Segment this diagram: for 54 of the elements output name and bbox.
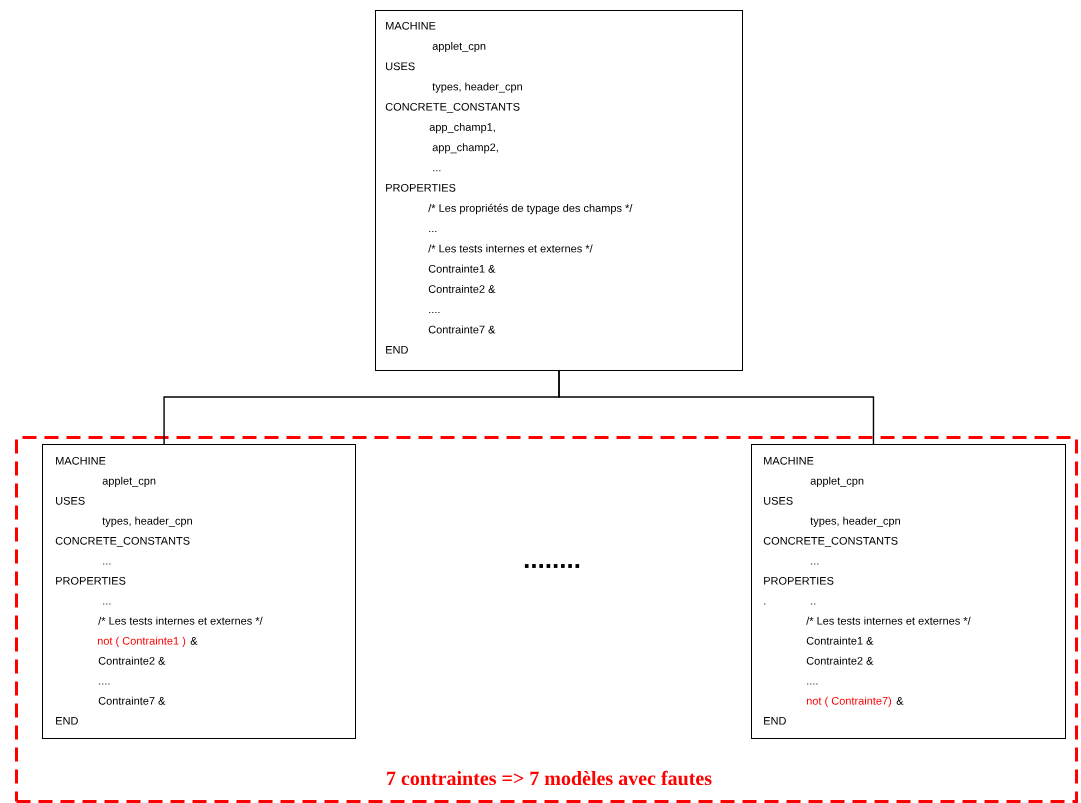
connector-line [558,370,875,445]
code-line: ... [103,603,111,605]
code-line: END [386,346,408,354]
code-line: Contrainte1 & [428,264,496,273]
code-line: applet_cpn [810,476,864,487]
code-line: .... [99,683,110,685]
code-line: ... [433,170,441,172]
code-line: CONCRETE_CONSTANTS [385,102,520,113]
code-line: Contrainte7 & [428,325,496,334]
code-line: CONCRETE_CONSTANTS [763,536,898,547]
code-line: Contrainte7 & [98,696,166,705]
code-line: Contrainte1 & [806,636,874,645]
code-line: CONCRETE_CONSTANTS [55,536,190,547]
code-line: /* Les tests internes et externes */ [428,244,593,253]
code-line: MACHINE [56,456,106,465]
code-line: PROPERTIES [764,576,834,585]
code-line: ... [103,563,111,565]
code-line: END [764,717,786,725]
code-line: .... [429,311,440,314]
code-line: /* Les tests internes et externes */ [806,616,971,625]
code-box [375,10,743,371]
code-line: .... [807,683,818,685]
code-box [751,444,1066,739]
code-line: types, header_cpn [432,82,522,93]
code-line: app_champ1, [429,122,495,134]
code-line: & [190,637,198,645]
code-line: ... [811,563,819,565]
code-line: END [56,717,78,725]
code-line: ... [429,230,437,233]
code-line: applet_cpn [432,41,486,53]
code-line: PROPERTIES [56,576,126,585]
code-line: not ( Contrainte7) [806,696,892,707]
frame-label: 7 contraintes => 7 modèles avec fautes [387,770,712,786]
code-line: USES [56,496,85,505]
code-line: Contrainte2 & [806,656,874,665]
code-line: types, header_cpn [810,516,900,527]
code-line: & [896,697,904,705]
code-line: MACHINE [764,456,814,465]
code-line: Contrainte2 & [98,656,166,665]
code-line: USES [386,62,415,71]
code-line: /* Les tests internes et externes */ [98,616,263,625]
code-line: Contrainte2 & [428,284,496,293]
code-line: types, header_cpn [102,516,192,527]
code-line: PROPERTIES [386,183,456,192]
code-line: USES [764,496,793,505]
code-line: .. [811,603,816,605]
code-line: MACHINE [386,21,436,30]
code-line: not ( Contrainte1 ) [97,636,186,647]
ellipsis-label: ........ [524,564,580,568]
code-line: /* Les propriétés de typage des champs */ [428,203,633,215]
code-box [42,444,356,739]
code-line: . [764,603,766,605]
code-line: applet_cpn [102,476,156,487]
code-line: app_champ2, [432,143,498,154]
